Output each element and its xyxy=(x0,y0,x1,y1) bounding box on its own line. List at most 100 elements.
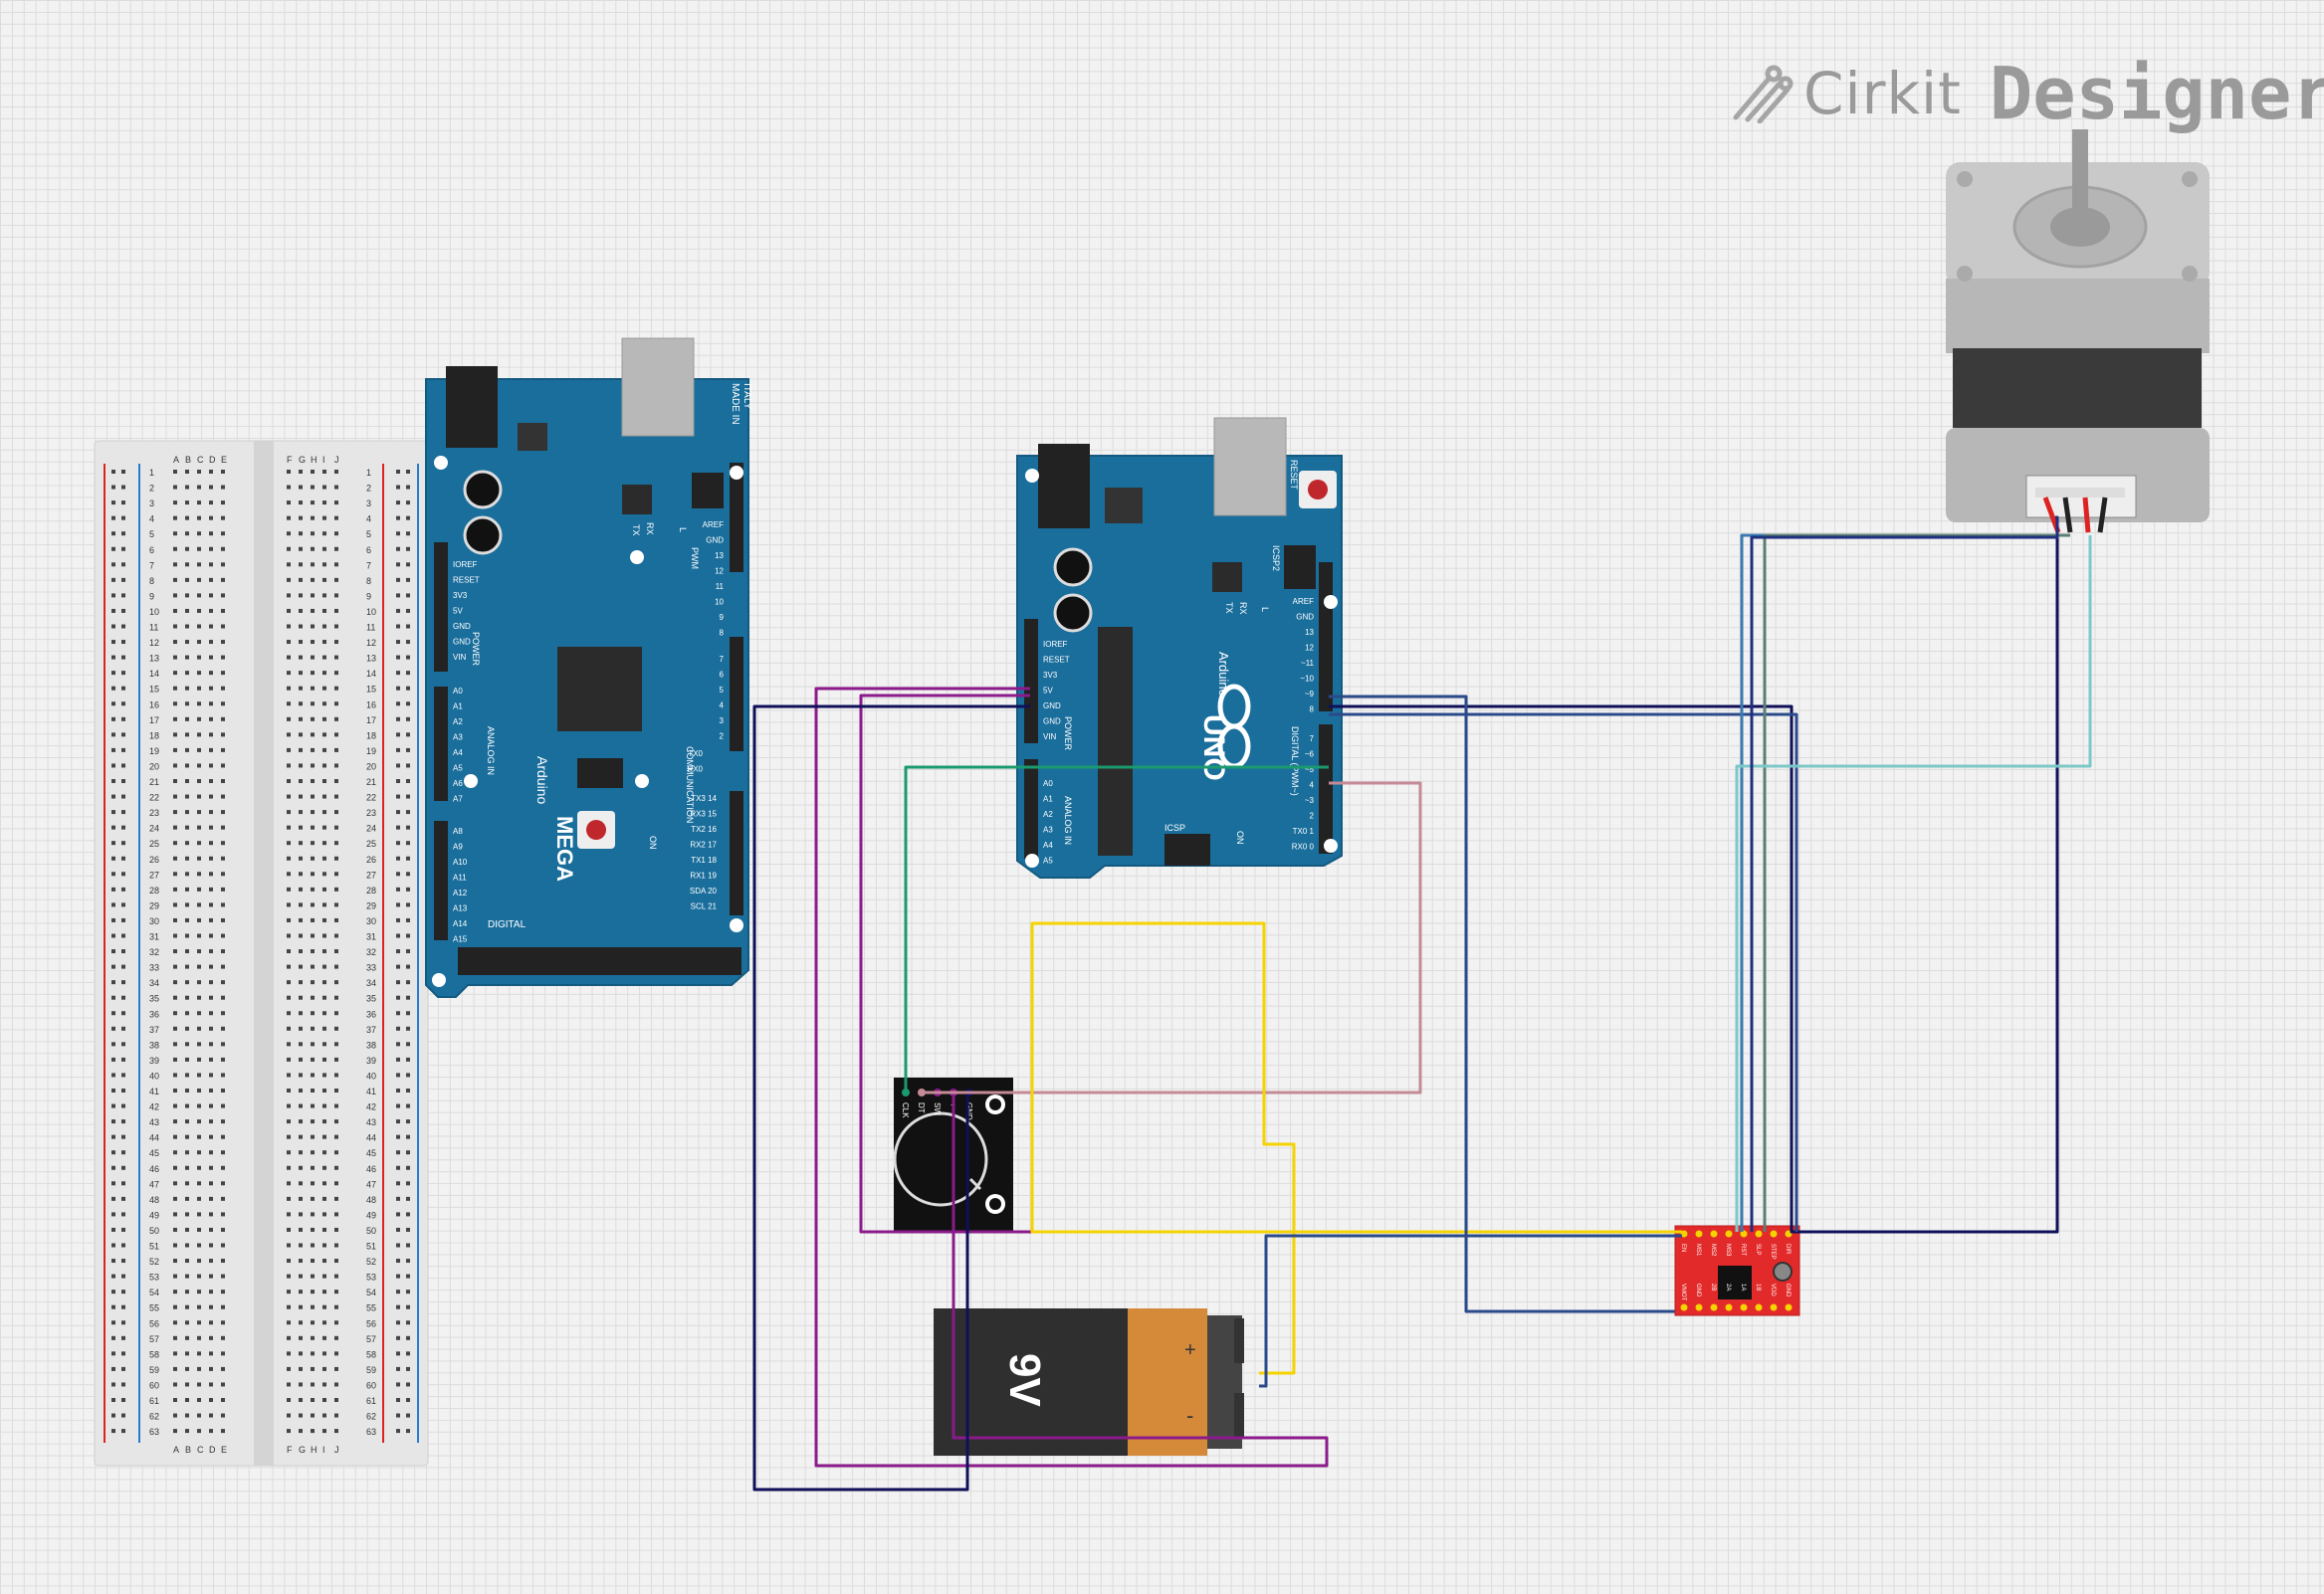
breadboard-hole[interactable] xyxy=(197,1073,201,1078)
breadboard-hole[interactable] xyxy=(221,995,225,1000)
breadboard-hole[interactable] xyxy=(311,1026,315,1031)
rail-hole[interactable] xyxy=(396,1351,400,1356)
breadboard-hole[interactable] xyxy=(287,1290,291,1295)
breadboard-hole[interactable] xyxy=(299,640,303,645)
breadboard-hole[interactable] xyxy=(197,1089,201,1093)
rail-hole[interactable] xyxy=(396,1103,400,1108)
breadboard-hole[interactable] xyxy=(221,1259,225,1264)
breadboard-hole[interactable] xyxy=(299,1413,303,1418)
rail-hole[interactable] xyxy=(111,546,115,551)
breadboard-hole[interactable] xyxy=(173,671,177,676)
breadboard-hole[interactable] xyxy=(311,841,315,846)
breadboard-hole[interactable] xyxy=(173,1165,177,1170)
breadboard-hole[interactable] xyxy=(197,1150,201,1155)
breadboard-hole[interactable] xyxy=(209,1290,213,1295)
breadboard-hole[interactable] xyxy=(221,624,225,629)
breadboard-hole[interactable] xyxy=(299,1011,303,1016)
breadboard-hole[interactable] xyxy=(197,872,201,877)
driver-pin-bottom[interactable] xyxy=(1710,1303,1718,1311)
breadboard-hole[interactable] xyxy=(299,933,303,938)
breadboard-hole[interactable] xyxy=(221,562,225,567)
breadboard-hole[interactable] xyxy=(299,1335,303,1340)
breadboard-hole[interactable] xyxy=(221,810,225,815)
breadboard-hole[interactable] xyxy=(209,1119,213,1124)
breadboard-hole[interactable] xyxy=(299,701,303,706)
breadboard-hole[interactable] xyxy=(197,1259,201,1264)
breadboard-hole[interactable] xyxy=(322,1103,326,1108)
breadboard-hole[interactable] xyxy=(209,825,213,830)
breadboard-hole[interactable] xyxy=(334,1366,338,1371)
breadboard-hole[interactable] xyxy=(221,1042,225,1047)
breadboard-hole[interactable] xyxy=(185,593,189,598)
breadboard-hole[interactable] xyxy=(311,902,315,907)
rail-hole[interactable] xyxy=(396,640,400,645)
rail-hole[interactable] xyxy=(396,779,400,783)
breadboard-hole[interactable] xyxy=(221,1026,225,1031)
rail-hole[interactable] xyxy=(121,747,125,752)
breadboard-hole[interactable] xyxy=(322,655,326,660)
arduino-mega-board[interactable]: Arduino MEGA MADE IN ITALY ANALOG IN POW… xyxy=(425,337,752,998)
breadboard-hole[interactable] xyxy=(287,1089,291,1093)
breadboard-hole[interactable] xyxy=(185,671,189,676)
rail-hole[interactable] xyxy=(406,686,410,691)
breadboard-hole[interactable] xyxy=(299,1259,303,1264)
breadboard-hole[interactable] xyxy=(209,732,213,737)
breadboard-hole[interactable] xyxy=(209,933,213,938)
breadboard-hole[interactable] xyxy=(299,470,303,474)
rail-hole[interactable] xyxy=(121,917,125,922)
breadboard-hole[interactable] xyxy=(173,794,177,799)
breadboard-hole[interactable] xyxy=(299,608,303,613)
breadboard-hole[interactable] xyxy=(209,1304,213,1309)
rail-hole[interactable] xyxy=(406,1274,410,1279)
rail-hole[interactable] xyxy=(396,1398,400,1402)
breadboard-hole[interactable] xyxy=(334,1382,338,1387)
breadboard-hole[interactable] xyxy=(173,1413,177,1418)
breadboard-hole[interactable] xyxy=(185,1089,189,1093)
driver-pin-top[interactable] xyxy=(1710,1230,1718,1238)
rail-hole[interactable] xyxy=(111,732,115,737)
breadboard-hole[interactable] xyxy=(221,1212,225,1217)
breadboard-hole[interactable] xyxy=(322,1011,326,1016)
rail-hole[interactable] xyxy=(121,825,125,830)
breadboard-hole[interactable] xyxy=(311,1011,315,1016)
breadboard-hole[interactable] xyxy=(322,1243,326,1248)
breadboard-hole[interactable] xyxy=(173,655,177,660)
breadboard-hole[interactable] xyxy=(209,470,213,474)
breadboard-hole[interactable] xyxy=(287,887,291,892)
breadboard-hole[interactable] xyxy=(287,1119,291,1124)
rail-hole[interactable] xyxy=(406,515,410,520)
breadboard-hole[interactable] xyxy=(322,1429,326,1434)
breadboard-hole[interactable] xyxy=(209,1227,213,1232)
rail-hole[interactable] xyxy=(121,841,125,846)
breadboard-hole[interactable] xyxy=(221,902,225,907)
rail-hole[interactable] xyxy=(406,917,410,922)
breadboard-hole[interactable] xyxy=(185,1119,189,1124)
breadboard-hole[interactable] xyxy=(209,577,213,582)
breadboard-hole[interactable] xyxy=(299,1196,303,1201)
breadboard-hole[interactable] xyxy=(197,701,201,706)
breadboard-hole[interactable] xyxy=(221,1335,225,1340)
breadboard-hole[interactable] xyxy=(209,779,213,783)
breadboard-hole[interactable] xyxy=(185,747,189,752)
breadboard-hole[interactable] xyxy=(299,747,303,752)
breadboard-hole[interactable] xyxy=(197,470,201,474)
breadboard-hole[interactable] xyxy=(287,810,291,815)
rail-hole[interactable] xyxy=(406,593,410,598)
breadboard-hole[interactable] xyxy=(311,546,315,551)
breadboard-hole[interactable] xyxy=(322,933,326,938)
breadboard-hole[interactable] xyxy=(209,1181,213,1186)
breadboard-hole[interactable] xyxy=(334,655,338,660)
breadboard-hole[interactable] xyxy=(173,856,177,861)
rail-hole[interactable] xyxy=(396,500,400,505)
breadboard-hole[interactable] xyxy=(173,825,177,830)
wire-pink-1[interactable] xyxy=(921,781,1422,1095)
driver-pin-top[interactable] xyxy=(1680,1230,1688,1238)
rail-hole[interactable] xyxy=(121,671,125,676)
rail-hole[interactable] xyxy=(396,747,400,752)
rail-hole[interactable] xyxy=(396,917,400,922)
breadboard-hole[interactable] xyxy=(173,1089,177,1093)
rail-hole[interactable] xyxy=(111,1429,115,1434)
rail-hole[interactable] xyxy=(396,980,400,985)
breadboard-hole[interactable] xyxy=(311,980,315,985)
